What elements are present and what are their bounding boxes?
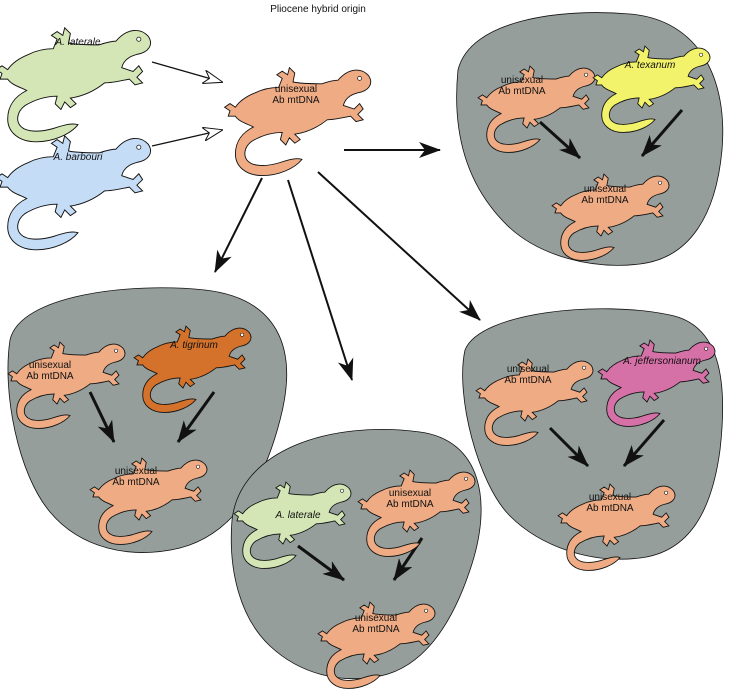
label-jf-offspring-mtdna: Ab mtDNA [586,503,634,514]
label-jf-offspring-unisexual: unisexual [589,492,631,503]
label-lt-unisexual: unisexual [389,488,431,499]
arrow-tx-texanum-to-offspring [640,109,684,157]
label-lt-offspring-mtdna: Ab mtDNA [352,624,400,635]
label-jf-mtdna: Ab mtDNA [504,375,552,386]
arrow-barbouri-to-origin [151,130,222,147]
arrow-origin-to-jeffersonianum [317,171,481,321]
label-tx-unisexual: unisexual [501,75,543,86]
label-a-laterale: A. laterale [54,37,100,48]
label-a-barbouri: A. barbouri [53,152,104,163]
label-lt-mtdna: Ab mtDNA [386,499,434,510]
arrow-origin-to-laterale [287,179,354,381]
arrow-origin-to-tigrinum [214,177,263,273]
arrow-tg-unisexual-to-offspring [88,391,116,443]
label-tx-offspring-mtdna: Ab mtDNA [581,195,629,206]
label-lt-offspring-unisexual: unisexual [355,613,397,624]
label-tx-mtdna: Ab mtDNA [498,86,546,97]
label-a-tigrinum: A. tigrinum [169,340,218,351]
diagram-title: Pliocene hybrid origin [270,4,366,15]
label-jf-unisexual: unisexual [507,364,549,375]
label-a-jeffersonianum: A. jeffersonianum [622,356,701,367]
arrow-jf-jeffersonianum-to-offspring [622,419,666,467]
arrow-laterale-to-origin [151,61,222,82]
arrow-lt-laterale-to-offspring [297,544,345,582]
label-tg-offspring-unisexual: unisexual [115,466,157,477]
island-texanum [456,12,724,266]
label-tg-offspring-mtdna: Ab mtDNA [112,477,160,488]
label-origin-unisexual: unisexual [275,84,317,95]
label-tg-unisexual: unisexual [29,360,71,371]
label-a-texanum: A. texanum [624,60,676,71]
label-origin-mtdna: Ab mtDNA [272,95,320,106]
arrow-jf-unisexual-to-offspring [548,426,590,468]
label-tg-mtdna: Ab mtDNA [26,371,74,382]
arrow-tg-tigrinum-to-offspring [176,391,216,443]
label-tx-offspring-unisexual: unisexual [584,184,626,195]
label-lt-laterale: A. laterale [274,510,320,521]
arrow-tx-unisexual-to-offspring [538,120,582,160]
